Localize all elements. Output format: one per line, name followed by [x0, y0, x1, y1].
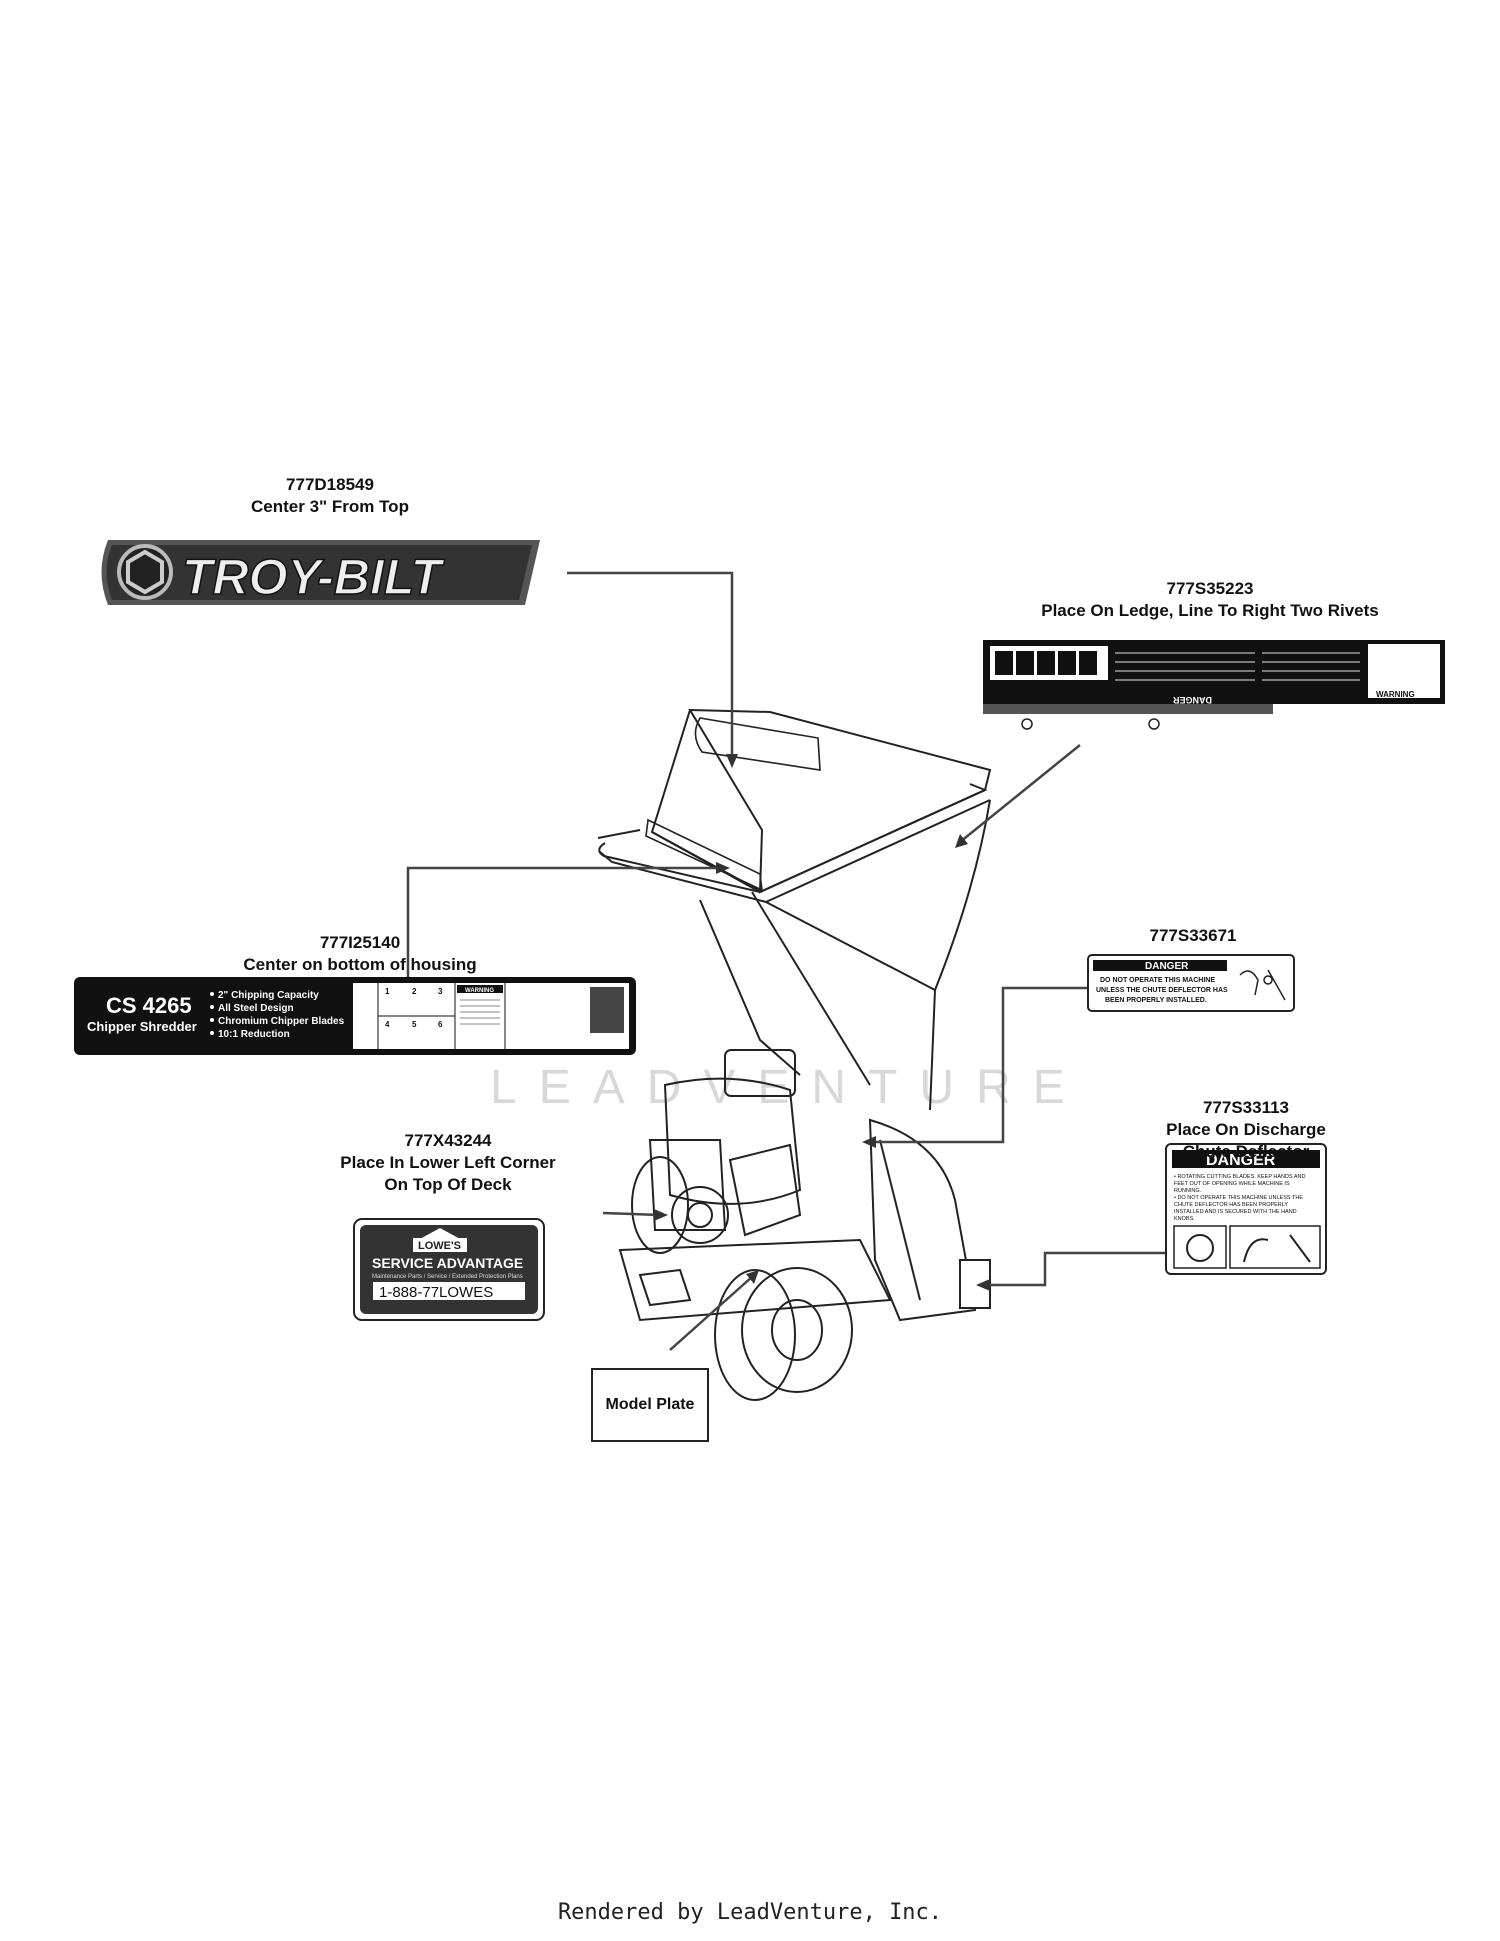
housing-model-text: CS 4265 — [106, 993, 192, 1018]
ledge-decal-part: 777S35223 — [1166, 579, 1254, 598]
chute-line-5: CHUTE DEFLECTOR HAS BEEN PROPERLY — [1174, 1202, 1288, 1208]
lowes-brand-text: LOWE'S — [418, 1240, 461, 1252]
housing-feature-1: 2" Chipping Capacity — [218, 990, 319, 1001]
deflector-decal-callout: 777S33671 — [1128, 925, 1258, 947]
housing-decal-note: Center on bottom of housing — [243, 955, 477, 974]
watermark: LEADVENTURE — [490, 1061, 1087, 1114]
ledge-decal-callout: 777S35223 Place On Ledge, Line To Right … — [1010, 578, 1410, 622]
logo-brand-text: TROY-BILT — [182, 549, 446, 605]
housing-step-2: 2 — [412, 987, 417, 996]
chute-line-7: KNOBS. — [1174, 1216, 1195, 1222]
deflector-danger-decal: DANGER DO NOT OPERATE THIS MACHINE UNLES… — [1087, 954, 1295, 1012]
chute-danger-header: DANGER — [1206, 1152, 1276, 1169]
chute-line-6: INSTALLED AND IS SECURED WITH THE HAND — [1174, 1209, 1297, 1215]
chute-line-3: RUNNING. — [1174, 1188, 1202, 1194]
housing-decal-callout: 777I25140 Center on bottom of housing — [210, 932, 510, 976]
chute-decal-note-1: Place On Discharge — [1166, 1120, 1326, 1139]
leader-lines — [406, 571, 1176, 1351]
housing-step-4: 4 — [385, 1020, 390, 1029]
chute-line-4: • DO NOT OPERATE THIS MACHINE UNLESS THE — [1174, 1195, 1303, 1201]
footer-credit: Rendered by LeadVenture, Inc. — [557, 1900, 943, 1925]
lowes-subtitle-text: Maintenance Parts / Service / Extended P… — [372, 1274, 523, 1280]
housing-product-text: Chipper Shredder — [87, 1019, 197, 1034]
logo-decal-note: Center 3" From Top — [251, 497, 409, 516]
ledge-decal-note: Place On Ledge, Line To Right Two Rivets — [1041, 601, 1379, 620]
chute-line-2: FEET OUT OF OPENING WHILE MACHINE IS — [1174, 1181, 1290, 1187]
chute-danger-decal: DANGER • ROTATING CUTTING BLADES. KEEP H… — [1165, 1143, 1327, 1275]
ledge-warning-decal: DANGER WARNING — [983, 640, 1445, 730]
housing-step-6: 6 — [438, 1020, 443, 1029]
deflector-line-1: DO NOT OPERATE THIS MACHINE — [1100, 977, 1215, 984]
deflector-decal-part: 777S33671 — [1149, 926, 1237, 945]
housing-step-5: 5 — [412, 1020, 417, 1029]
housing-step-1: 1 — [385, 987, 390, 996]
lowes-phone-text: 1-888-77LOWES — [379, 1284, 493, 1301]
lowes-decal-note-1: Place In Lower Left Corner — [340, 1153, 556, 1172]
deflector-danger-header: DANGER — [1145, 961, 1189, 972]
lowes-decal-callout: 777X43244 Place In Lower Left Corner On … — [318, 1130, 578, 1196]
lowes-service-decal: LOWE'S SERVICE ADVANTAGE Maintenance Par… — [353, 1218, 545, 1321]
housing-feature-4: 10:1 Reduction — [218, 1029, 290, 1040]
deflector-line-3: BEEN PROPERLY INSTALLED. — [1105, 997, 1207, 1004]
housing-feature-3: Chromium Chipper Blades — [218, 1016, 345, 1027]
logo-decal-part: 777D18549 — [286, 475, 374, 494]
housing-model-decal: CS 4265 Chipper Shredder 2" Chipping Cap… — [74, 977, 636, 1055]
deflector-line-2: UNLESS THE CHUTE DEFLECTOR HAS — [1096, 987, 1228, 994]
chute-decal-note-2: Chute Deflector — [1182, 1142, 1310, 1161]
chipper-shredder-drawing — [597, 708, 992, 1401]
logo-decal-callout: 777D18549 Center 3" From Top — [200, 474, 460, 518]
chute-decal-part: 777S33113 — [1202, 1098, 1290, 1117]
troy-bilt-logo-decal: TROY-BILT — [101, 540, 540, 606]
lowes-title-text: SERVICE ADVANTAGE — [372, 1255, 523, 1271]
ledge-danger-text: DANGER — [1172, 695, 1212, 705]
lowes-decal-part: 777X43244 — [404, 1131, 492, 1150]
housing-step-3: 3 — [438, 987, 443, 996]
housing-feature-2: All Steel Design — [218, 1003, 294, 1014]
leader-arrowheads — [654, 754, 990, 1291]
model-plate-box: Model Plate — [591, 1368, 709, 1442]
housing-decal-part: 777I25140 — [319, 933, 401, 952]
ledge-warning-text: WARNING — [1376, 690, 1415, 699]
lowes-decal-note-2: On Top Of Deck — [384, 1175, 512, 1194]
chute-decal-callout: 777S33113 Place On Discharge Chute Defle… — [1126, 1097, 1366, 1163]
housing-warning-text: WARNING — [465, 988, 494, 994]
chute-line-1: • ROTATING CUTTING BLADES. KEEP HANDS AN… — [1174, 1174, 1306, 1180]
